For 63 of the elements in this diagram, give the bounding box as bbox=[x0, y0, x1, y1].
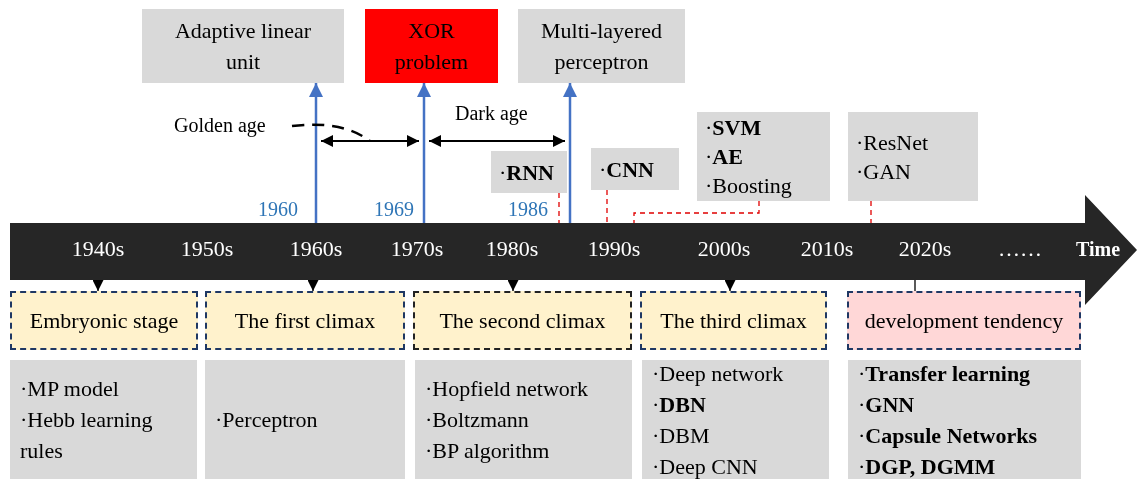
leader-line bbox=[633, 200, 760, 224]
arrow bbox=[417, 83, 431, 223]
arrow bbox=[307, 279, 319, 292]
list-item: ·SVM bbox=[705, 114, 763, 142]
list-item: ·Hopfield network bbox=[425, 375, 590, 403]
event-box: Adaptive linear unit bbox=[142, 9, 344, 83]
decade-label: 2010s bbox=[800, 235, 854, 263]
leader-line bbox=[558, 192, 560, 224]
list-item: ·AE bbox=[705, 143, 744, 171]
stage-box: development tendency bbox=[847, 291, 1081, 350]
ellipsis: …… bbox=[998, 235, 1042, 263]
period-label: Golden age bbox=[174, 110, 292, 140]
method-list-box bbox=[415, 360, 632, 479]
event-box: XOR problem bbox=[365, 9, 498, 83]
arrow bbox=[563, 83, 577, 223]
stage-box: The second climax bbox=[413, 291, 632, 350]
arrow bbox=[724, 279, 736, 292]
axis-title: Time bbox=[1075, 237, 1121, 262]
stage-box: Embryonic stage bbox=[10, 291, 198, 350]
decade-label: 1950s bbox=[180, 235, 234, 263]
stage-box: The first climax bbox=[205, 291, 405, 350]
method-box: ·RNN bbox=[491, 151, 567, 193]
decade-label: 2020s bbox=[898, 235, 952, 263]
decade-label: 1980s bbox=[485, 235, 539, 263]
leader-line bbox=[606, 189, 608, 224]
list-item: ·BP algorithm bbox=[425, 437, 551, 465]
list-item: ·Boosting bbox=[705, 172, 793, 200]
list-item: ·DGP, DGMM bbox=[858, 452, 997, 479]
list-item: ·Deep CNN bbox=[652, 452, 759, 479]
stage-box: The third climax bbox=[640, 291, 827, 350]
list-item: ·DBM bbox=[652, 421, 711, 450]
method-list-box bbox=[10, 360, 197, 479]
list-item: ·Hebb learning rules bbox=[20, 406, 154, 465]
method-box: ·CNN bbox=[591, 148, 679, 190]
list-item: ·Capsule Networks bbox=[858, 421, 1039, 450]
year-label: 1986 bbox=[508, 198, 548, 221]
list-item: ·GAN bbox=[856, 157, 912, 186]
method-list-box bbox=[205, 360, 405, 479]
leader-line bbox=[870, 200, 872, 224]
method-box bbox=[848, 112, 978, 201]
period-label: Dark age bbox=[455, 102, 528, 125]
method-list-box bbox=[642, 360, 829, 479]
decade-label: 2000s bbox=[697, 235, 751, 263]
method-box bbox=[697, 112, 830, 201]
list-item: ·ResNet bbox=[856, 128, 930, 157]
list-item: ·Transfer learning bbox=[858, 359, 1032, 388]
decade-label: 1990s bbox=[587, 235, 641, 263]
list-item: ·MP model bbox=[20, 375, 120, 403]
decade-label: 1970s bbox=[390, 235, 444, 263]
list-item: ·Deep network bbox=[652, 359, 785, 388]
list-item: ·DBN bbox=[652, 390, 707, 419]
year-label: 1969 bbox=[374, 198, 414, 221]
list-item: ·Perceptron bbox=[215, 406, 319, 434]
list-item: ·Boltzmann bbox=[425, 406, 530, 434]
year-label: 1960 bbox=[258, 198, 298, 221]
event-box: Multi-layered perceptron bbox=[518, 9, 685, 83]
decade-label: 1960s bbox=[289, 235, 343, 263]
arrow bbox=[507, 279, 519, 292]
decade-label: 1940s bbox=[71, 235, 125, 263]
method-list-box bbox=[848, 360, 1081, 479]
list-item: ·GNN bbox=[858, 390, 916, 419]
arrow bbox=[92, 279, 104, 292]
arrow bbox=[309, 83, 323, 223]
